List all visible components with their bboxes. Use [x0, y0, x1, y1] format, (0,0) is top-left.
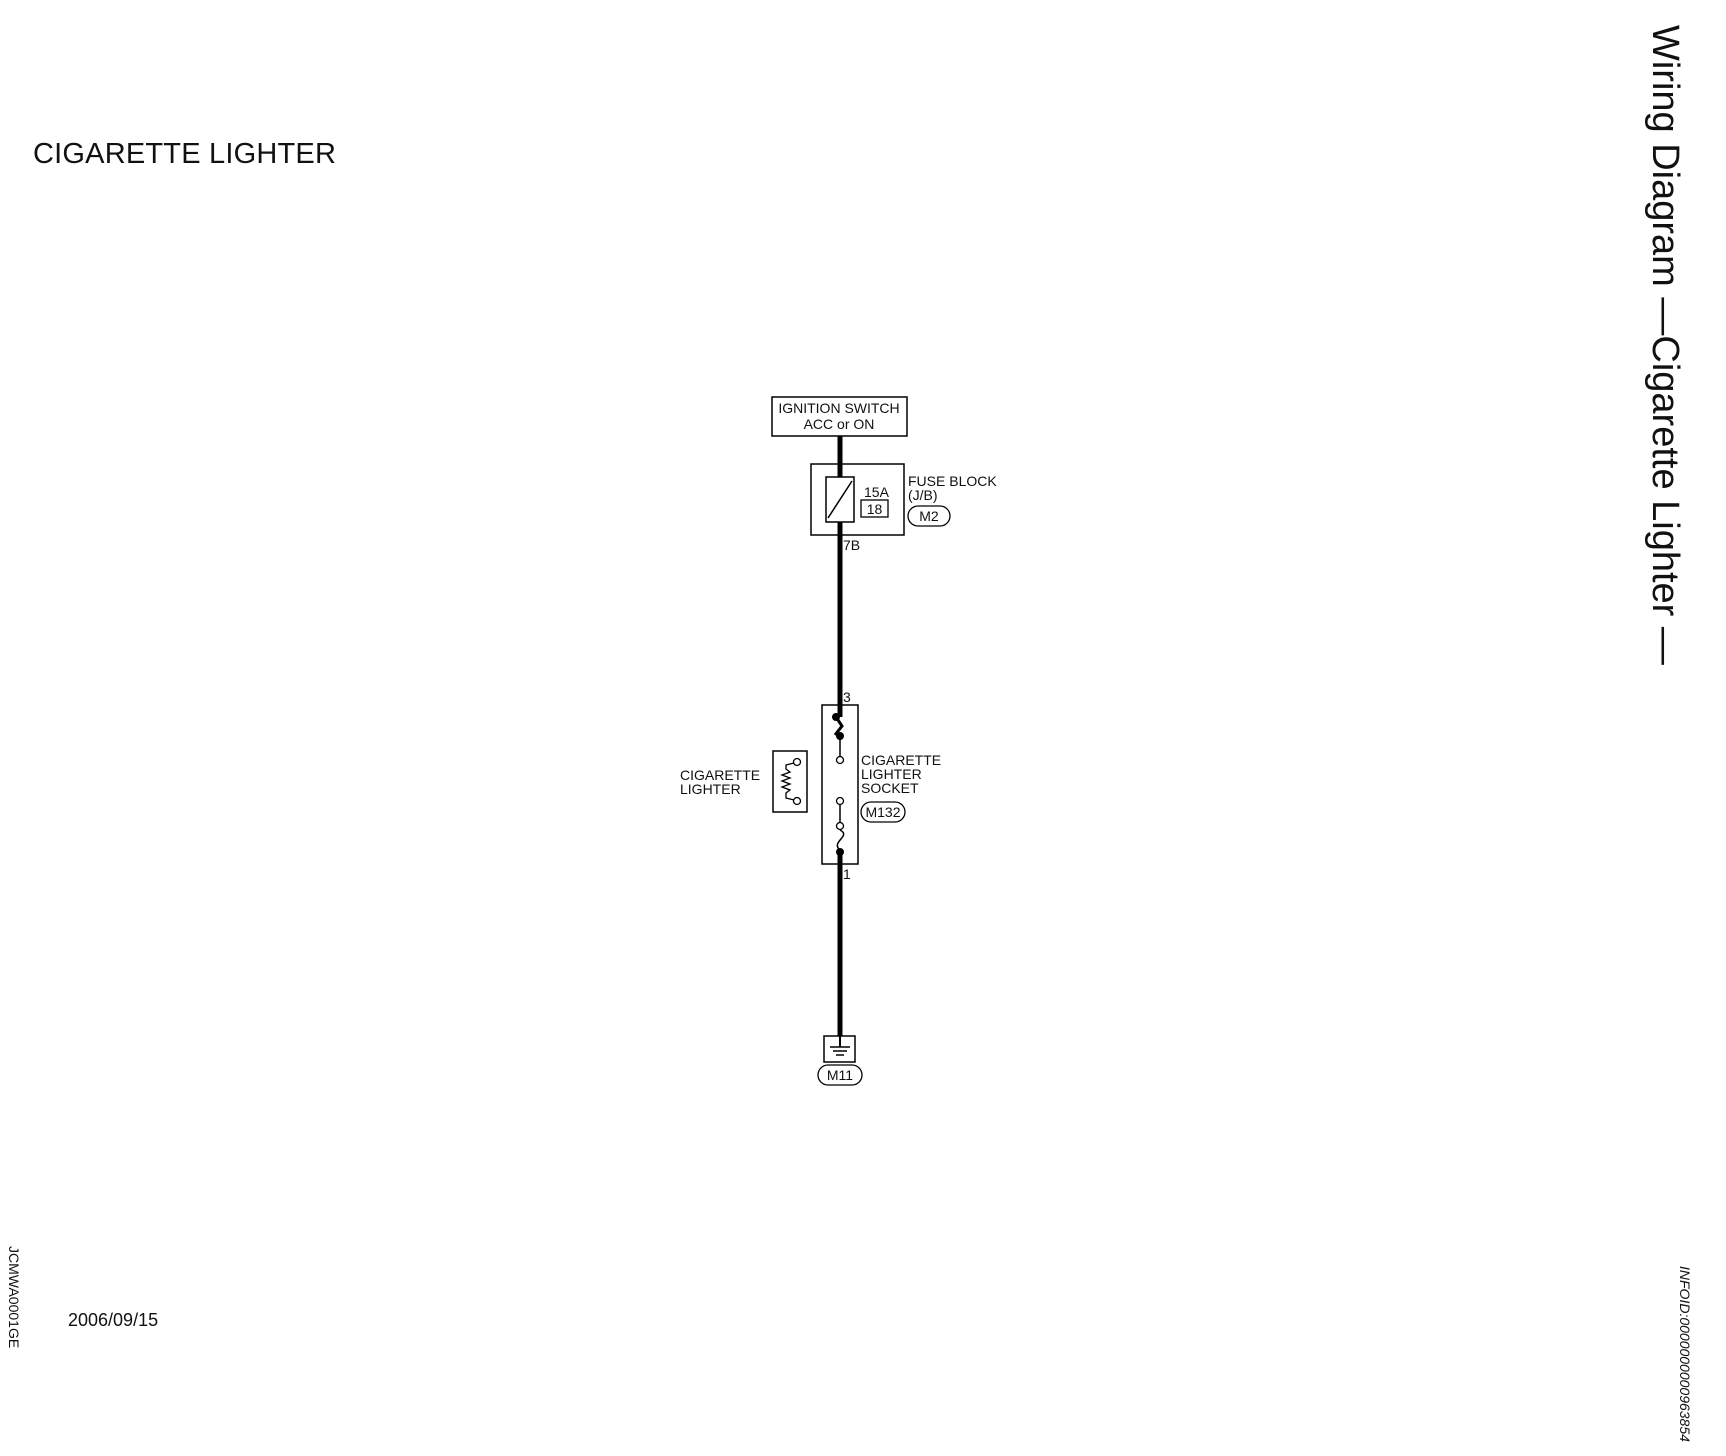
fuse-amperage: 15A: [864, 484, 890, 500]
lighter-label-2: LIGHTER: [680, 781, 741, 797]
fuse-block: 15A 18 FUSE BLOCK (J/B) M2 7B: [810, 436, 997, 553]
fuse-block-connector: M2: [919, 508, 939, 524]
fuse-number: 18: [867, 501, 883, 517]
fuse-icon: [825, 476, 855, 523]
socket-connector: M132: [865, 804, 900, 820]
fuse-block-jb: (J/B): [908, 487, 938, 503]
socket-name-2: LIGHTER: [861, 766, 922, 782]
ignition-switch-label: IGNITION SWITCH: [778, 400, 899, 416]
ignition-switch-box: IGNITION SWITCH ACC or ON: [771, 396, 908, 437]
lighter-element: CIGARETTE LIGHTER: [680, 750, 808, 813]
ground-symbol: M11: [817, 1035, 863, 1086]
socket-terminal-bottom: 1: [843, 866, 851, 882]
socket-name-1: CIGARETTE: [861, 752, 941, 768]
ignition-switch-mode: ACC or ON: [804, 416, 875, 432]
lighter-socket: 3 1 CIGARETTE LIGHTER SOCKET M132: [821, 689, 941, 882]
socket-name-3: SOCKET: [861, 780, 919, 796]
fuse-block-name: FUSE BLOCK: [908, 473, 997, 489]
fuse-block-terminal: 7B: [843, 537, 860, 553]
socket-terminal-top: 3: [843, 689, 851, 705]
page-title: CIGARETTE LIGHTER: [33, 138, 337, 170]
lighter-label-1: CIGARETTE: [680, 767, 760, 783]
date-label: 2006/09/15: [68, 1310, 159, 1330]
ground-connector: M11: [827, 1067, 853, 1083]
